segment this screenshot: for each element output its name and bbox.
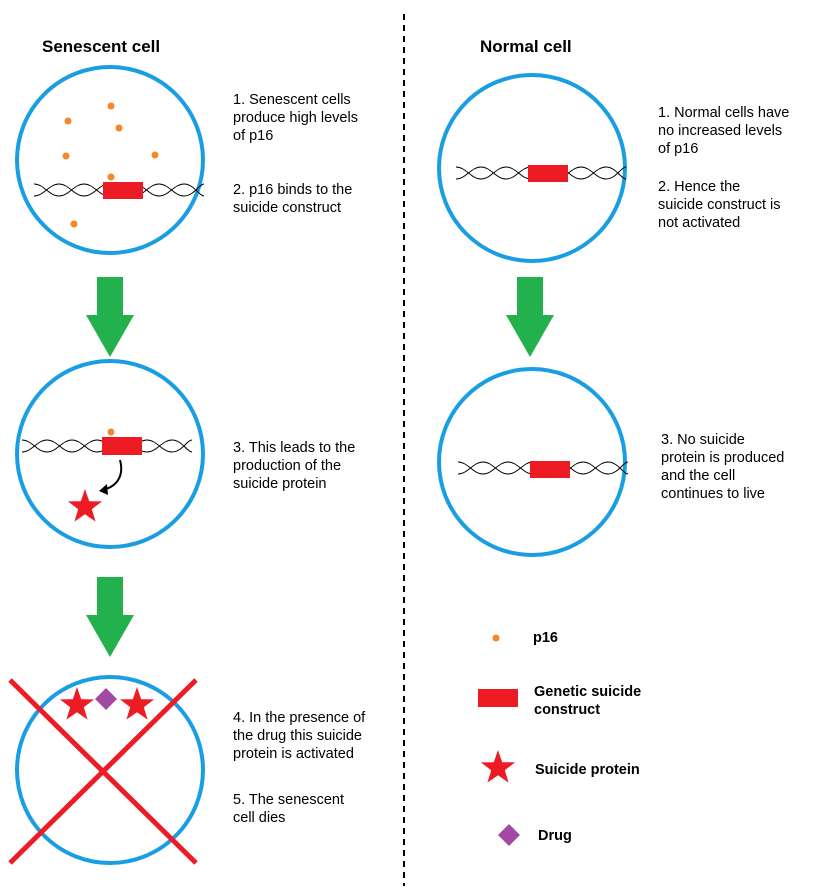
suicide-protein-star — [67, 489, 103, 522]
suicide-protein-star — [59, 687, 95, 720]
senescent-cell-2 — [15, 359, 205, 549]
p16-dot — [107, 428, 115, 436]
senescent-step-4: 4. In the presence of the drug this suic… — [233, 710, 369, 762]
normal-cell-1 — [437, 73, 627, 263]
senescent-step-3: 3. This leads to the production of the s… — [233, 440, 359, 492]
normal-column-title: Normal cell — [480, 37, 572, 56]
production-arrowhead — [99, 484, 108, 495]
red-star-icon — [480, 750, 516, 783]
senescent-step-5: 5. The senescent cell dies — [233, 792, 348, 826]
senescent-cell-3 — [8, 675, 205, 865]
normal-step-3: 3. No suicide protein is produced and th… — [661, 432, 788, 502]
purple-diamond-icon — [498, 824, 520, 846]
suicide-construct-block — [530, 461, 570, 478]
suicide-construct-block — [528, 165, 568, 182]
normal-cell-2 — [437, 367, 629, 557]
suicide-construct-block — [102, 437, 142, 455]
red-rectangle-icon — [478, 689, 518, 707]
legend: p16 Genetic suicide construct Suicide pr… — [478, 630, 645, 846]
normal-step-2: 2. Hence the suicide construct is not ac… — [658, 179, 785, 231]
legend-protein-label: Suicide protein — [535, 762, 640, 778]
legend-p16-label: p16 — [533, 630, 558, 646]
drug-diamond — [95, 688, 117, 710]
green-down-arrow-icon — [86, 577, 134, 657]
p16-dots — [62, 102, 159, 228]
senescent-cell-1 — [15, 65, 205, 255]
suicide-protein-star — [119, 687, 155, 720]
death-cross-icon — [8, 678, 198, 865]
senescent-step-1: 1. Senescent cells produce high levels o… — [233, 92, 362, 144]
normal-step-1: 1. Normal cells have no increased levels… — [658, 105, 793, 157]
orange-dot-icon — [492, 634, 500, 642]
legend-construct-label: Genetic suicide construct — [534, 684, 645, 718]
legend-drug-label: Drug — [538, 828, 572, 844]
senescent-column-title: Senescent cell — [42, 37, 160, 56]
senescent-step-2: 2. p16 binds to the suicide construct — [233, 182, 356, 216]
green-down-arrow-icon — [86, 277, 134, 357]
green-down-arrow-icon — [506, 277, 554, 357]
suicide-construct-block — [103, 182, 143, 199]
